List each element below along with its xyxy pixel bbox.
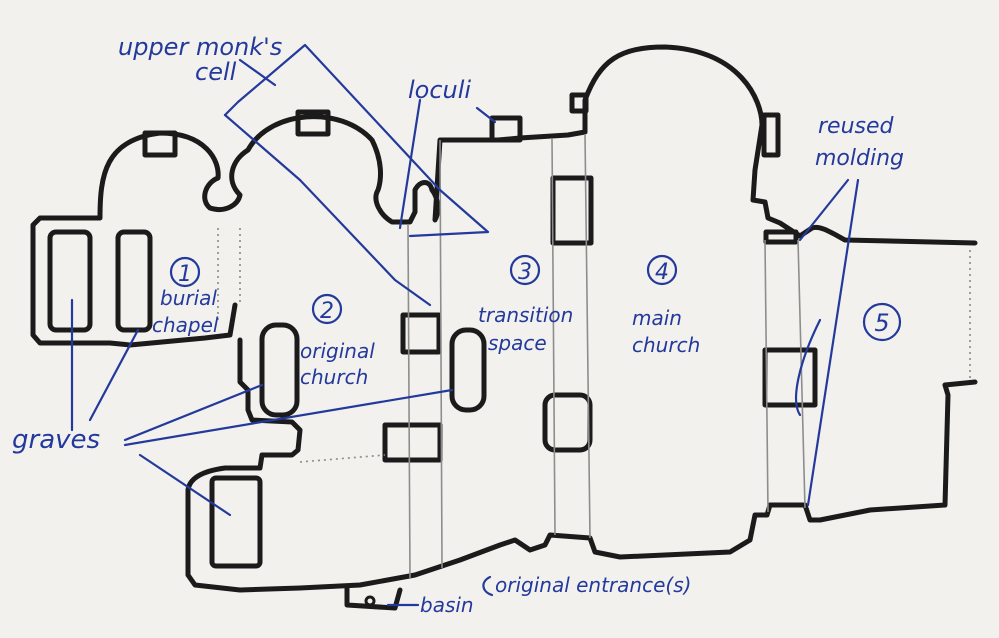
grave-2 — [259, 322, 300, 418]
block-a — [400, 312, 442, 355]
pencil-line — [551, 137, 556, 536]
grave-transition — [449, 327, 487, 413]
label-basin: basin — [420, 593, 474, 617]
room-3-name-line2: space — [488, 331, 547, 355]
loculi-arrow — [398, 98, 422, 230]
room-3-number: 3 — [518, 260, 532, 285]
graves-arrow-2 — [88, 328, 140, 422]
block-b — [382, 422, 443, 463]
room-4-circle — [646, 254, 678, 286]
molding-arrow-2 — [806, 178, 860, 507]
graves-arrow-3 — [123, 383, 264, 442]
monks-cell-tick — [238, 58, 277, 87]
block-d — [542, 392, 593, 453]
basin-mark — [364, 595, 376, 607]
block-e — [762, 347, 818, 408]
pencil-line — [407, 224, 411, 579]
graves-arrow-5 — [138, 453, 232, 517]
room-5-number: 5 — [874, 309, 889, 337]
outer-wall — [30, 44, 978, 348]
pencil-line — [439, 139, 443, 569]
room-3-name-line1: transition — [478, 303, 573, 327]
outer-wall-east — [185, 337, 951, 593]
entrance-bracket — [482, 575, 494, 597]
grave-3 — [209, 475, 263, 569]
room-5-circle — [862, 302, 902, 342]
room-2-name-line2: church — [300, 365, 368, 389]
pencil-line — [797, 239, 806, 509]
east-return — [942, 379, 978, 388]
pencil-lines — [217, 133, 971, 579]
label-graves: graves — [12, 425, 100, 455]
room-3-circle — [509, 254, 541, 286]
room-1-name-line2: chapel — [152, 313, 219, 337]
room-2-circle — [311, 293, 343, 325]
label-upper-monks-cell-line1: upper monk's — [118, 33, 282, 61]
room-4-name-line2: church — [632, 333, 700, 357]
monks-cell-diagonal — [223, 113, 432, 307]
niche-room1-apse — [142, 130, 178, 158]
text-labels: upper monk's cell loculi reused molding … — [12, 33, 904, 617]
room-2-name-line1: original — [300, 339, 375, 363]
niche-room2-apse — [295, 109, 331, 137]
loculus — [489, 115, 523, 143]
room-1-name-line1: burial — [160, 286, 217, 310]
room-1-number: 1 — [178, 262, 192, 287]
molding-block — [763, 229, 799, 245]
pencil-line — [764, 239, 769, 513]
monks-cell-outline — [223, 43, 490, 238]
label-upper-monks-cell-line2: cell — [195, 58, 237, 86]
label-reused-molding-line1: reused — [818, 114, 895, 139]
pencil-line — [584, 133, 591, 539]
room-4-number: 4 — [655, 260, 669, 285]
graves-arrow-4 — [123, 388, 454, 447]
label-reused-molding-line2: molding — [815, 146, 904, 171]
room-2-number: 2 — [320, 299, 334, 324]
label-loculi: loculi — [408, 76, 471, 104]
molding-arrow-1 — [798, 178, 850, 242]
label-original-entrances: original entrance(s) — [495, 573, 691, 597]
niche-main-apse — [569, 92, 589, 114]
loculi-arrow-2 — [475, 106, 497, 124]
grave-1b — [115, 229, 153, 333]
room-4-name-line1: main — [632, 306, 682, 330]
basin-niche — [344, 585, 403, 611]
grave-1a — [47, 229, 93, 333]
ink-annotations — [70, 43, 902, 607]
dotted-line — [299, 454, 386, 463]
room-1-circle — [169, 256, 201, 288]
niche-main-east — [761, 112, 781, 158]
molding-arrow-3 — [794, 318, 822, 417]
